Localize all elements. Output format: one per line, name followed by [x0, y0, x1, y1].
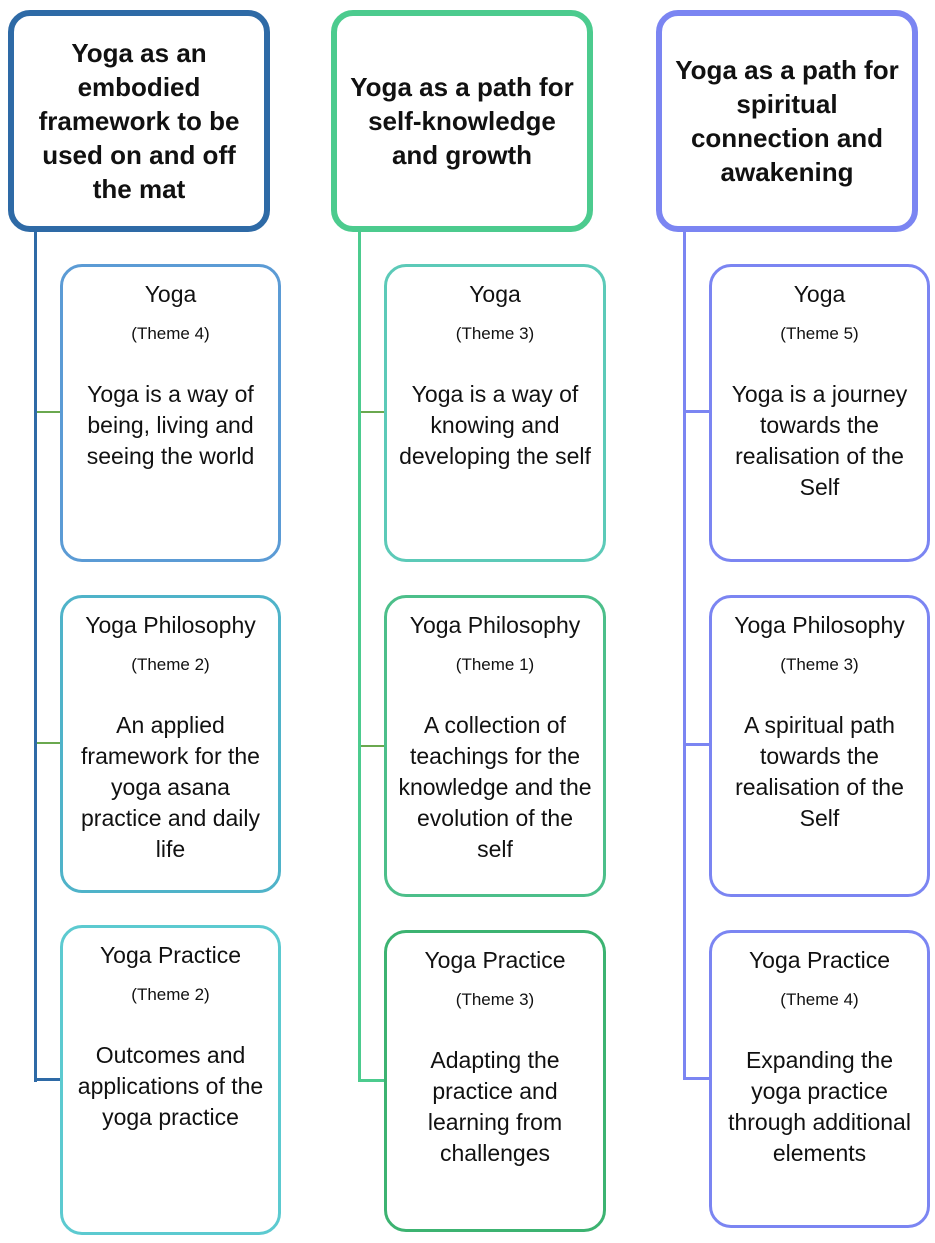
connector-branch [361, 745, 386, 747]
theme-card-yoga-practice: Yoga Practice (Theme 2) Outcomes and app… [60, 925, 281, 1235]
theme-card-yoga-practice: Yoga Practice (Theme 4) Expanding the yo… [709, 930, 930, 1228]
column-header: Yoga as a path for spiritual connection … [656, 10, 918, 232]
card-theme: (Theme 3) [455, 990, 535, 1009]
card-theme: (Theme 2) [131, 655, 210, 674]
connector-branch [683, 1077, 711, 1080]
card-description: A collection of teachings for the knowle… [398, 712, 592, 862]
card-description: Outcomes and applications of the yoga pr… [77, 1042, 264, 1130]
theme-card-yoga-philosophy: Yoga Philosophy (Theme 2) An applied fra… [60, 595, 281, 893]
card-theme: (Theme 5) [780, 324, 859, 343]
column-spiritual-connection: Yoga as a path for spiritual connection … [650, 0, 935, 1243]
connector-branch [37, 742, 62, 744]
connector-branch [361, 411, 386, 413]
card-description: Yoga is a way of knowing and developing … [399, 381, 591, 469]
card-title: Yoga [469, 281, 521, 307]
card-title: Yoga Practice [99, 942, 242, 968]
card-description: A spiritual path towards the realisation… [735, 712, 904, 831]
card-title: Yoga Practice [748, 947, 891, 973]
theme-card-yoga-practice: Yoga Practice (Theme 3) Adapting the pra… [384, 930, 606, 1232]
card-theme: (Theme 4) [131, 324, 210, 343]
card-title: Yoga [144, 281, 197, 307]
card-theme: (Theme 1) [455, 655, 535, 674]
column-self-knowledge: Yoga as a path for self-knowledge and gr… [325, 0, 625, 1243]
card-title: Yoga Philosophy [409, 612, 581, 638]
connector-vertical [358, 228, 361, 1082]
card-description: Adapting the practice and learning from … [427, 1047, 563, 1166]
connector-branch [34, 1078, 62, 1081]
connector-vertical [683, 228, 686, 1080]
card-theme: (Theme 3) [455, 324, 535, 343]
card-theme: (Theme 4) [780, 990, 859, 1009]
card-description: Yoga is a journey towards the realisatio… [731, 381, 908, 500]
theme-card-yoga: Yoga (Theme 4) Yoga is a way of being, l… [60, 264, 281, 562]
column-embodied-framework: Yoga as an embodied framework to be used… [0, 0, 300, 1243]
theme-card-yoga: Yoga (Theme 5) Yoga is a journey towards… [709, 264, 930, 562]
card-title: Yoga Philosophy [85, 612, 256, 638]
card-theme: (Theme 2) [131, 985, 210, 1004]
card-title: Yoga Philosophy [734, 612, 905, 638]
column-header: Yoga as a path for self-knowledge and gr… [331, 10, 593, 232]
connector-branch [37, 411, 62, 413]
card-title: Yoga Practice [424, 947, 566, 973]
card-theme: (Theme 3) [780, 655, 859, 674]
column-header: Yoga as an embodied framework to be used… [8, 10, 270, 232]
theme-card-yoga-philosophy: Yoga Philosophy (Theme 1) A collection o… [384, 595, 606, 897]
theme-card-yoga: Yoga (Theme 3) Yoga is a way of knowing … [384, 264, 606, 562]
card-description: Expanding the yoga practice through addi… [728, 1047, 911, 1166]
connector-branch [358, 1079, 386, 1082]
theme-card-yoga-philosophy: Yoga Philosophy (Theme 3) A spiritual pa… [709, 595, 930, 897]
card-description: Yoga is a way of being, living and seein… [86, 381, 255, 469]
connector-branch [683, 743, 711, 746]
card-description: An applied framework for the yoga asana … [81, 712, 260, 862]
connector-vertical [34, 228, 37, 1082]
card-title: Yoga [793, 281, 846, 307]
connector-branch [683, 410, 711, 413]
